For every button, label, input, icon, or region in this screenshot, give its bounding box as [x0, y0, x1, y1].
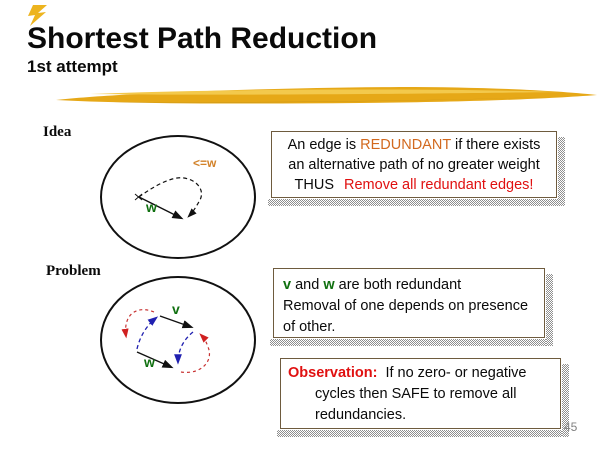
- idea-alt-path-arrow: [138, 177, 203, 218]
- observation-keyword: Observation:: [288, 365, 378, 381]
- problem-diagram: [100, 276, 256, 404]
- zigzag-bullet-icon: [28, 5, 47, 26]
- problem-edge-v-arrow: [159, 315, 194, 329]
- problem-blue-arc-left: [136, 316, 159, 350]
- idea-edge-weight-label: w: [146, 199, 157, 215]
- observation-line3: redundancies.: [315, 407, 407, 423]
- dependency-line1: v and w are both redundant: [283, 275, 544, 296]
- idea-alt-weight-label: <=w: [193, 156, 217, 170]
- idea-label: Idea: [43, 124, 72, 140]
- brush-stroke: [56, 87, 597, 104]
- definition-line2: an alternative path of no greater weight: [288, 157, 540, 173]
- observation-box: Observation: If no zero- or negative cycl…: [277, 358, 569, 437]
- definition-line1-a: An edge is: [287, 137, 361, 153]
- problem-label: Problem: [46, 263, 101, 279]
- problem-ellipse: [100, 276, 256, 404]
- problem-blue-arc-right: [174, 331, 194, 365]
- dependency-line2: Removal of one depends on presence: [283, 298, 529, 314]
- dependency-line3: of other.: [283, 319, 336, 335]
- problem-edge-w-arrow: [136, 351, 174, 369]
- idea-diagram: [100, 135, 256, 259]
- idea-edge-w-arrow: [138, 196, 184, 220]
- definition-line1-c: if there exists: [450, 137, 541, 153]
- definition-line1: An edge is REDUNDANT if there exists: [272, 135, 556, 155]
- observation-line1-text: If no zero- or negative: [385, 365, 527, 381]
- remove-edges-statement: Remove all redundant edges!: [344, 177, 534, 193]
- redundant-keyword: REDUNDANT: [360, 137, 451, 153]
- observation-line2: cycles then SAFE to remove all: [315, 386, 517, 402]
- problem-edge-w-label: w: [144, 354, 155, 370]
- problem-red-arc-left: [121, 309, 155, 339]
- page-number: 45: [564, 420, 578, 434]
- page-title: Shortest Path Reduction: [27, 22, 378, 55]
- edge-v-ref: v: [283, 277, 292, 293]
- problem-edge-v-label: v: [172, 301, 180, 317]
- dependency-box: v and w are both redundant Removal of on…: [270, 268, 553, 346]
- idea-ellipse: [100, 135, 256, 259]
- page-subtitle: 1st attempt: [27, 57, 118, 76]
- thus-word: THUS: [294, 177, 335, 193]
- edge-w-ref: w: [323, 277, 335, 293]
- definition-line3: THUS Remove all redundant edges!: [272, 175, 556, 195]
- observation-line1: Observation: If no zero- or negative: [288, 363, 560, 384]
- problem-red-arc-right: [180, 333, 210, 373]
- dependency-line1-b: and: [291, 277, 324, 293]
- definition-box: An edge is REDUNDANT if there exists an …: [268, 131, 565, 206]
- dependency-line1-d: are both redundant: [334, 277, 462, 293]
